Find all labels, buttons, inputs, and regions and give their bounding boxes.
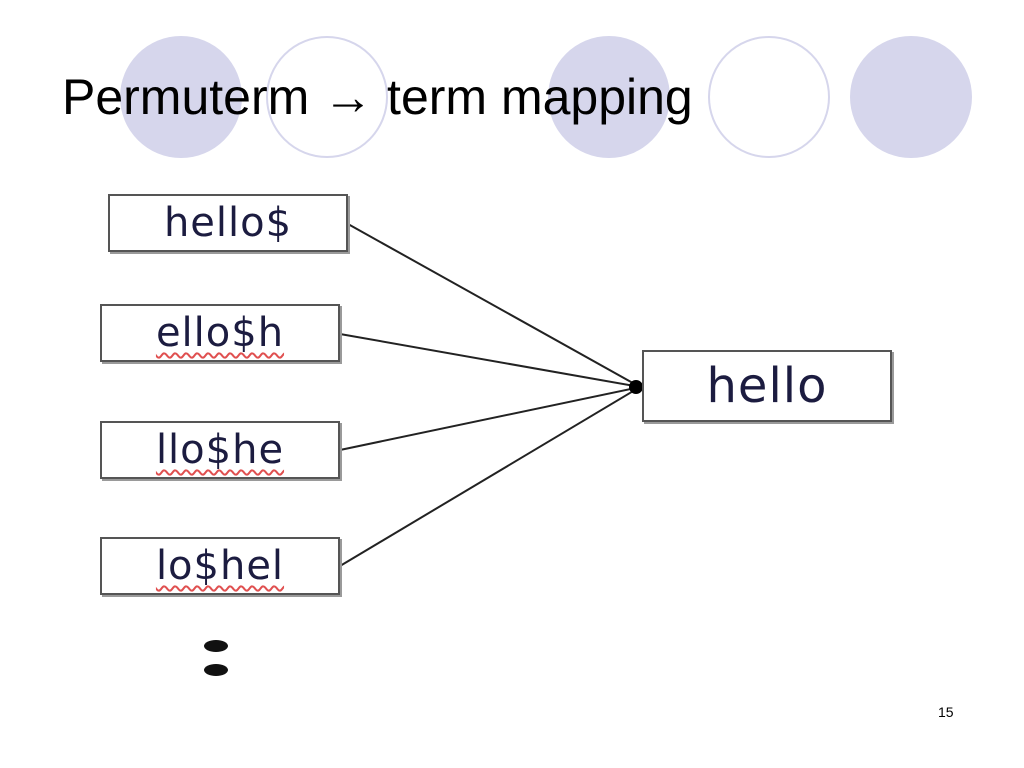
slide-title: Permuterm → term mapping [62, 69, 693, 125]
ellipsis-dot-top [204, 640, 228, 652]
permuterm-label-1: hello$ [163, 200, 293, 246]
connector-junction-dot [629, 380, 643, 394]
target-term-label: hello [706, 358, 828, 414]
decorative-circle-4 [708, 36, 830, 158]
permuterm-label-3: llo$he [155, 427, 285, 473]
permuterm-label-2: ello$h [155, 310, 285, 356]
permuterm-label-4: lo$hel [155, 543, 285, 589]
decorative-circle-5 [850, 36, 972, 158]
permuterm-box-4: lo$hel [100, 537, 340, 595]
connector-line-2 [339, 333, 641, 388]
connector-line-3 [339, 386, 641, 451]
permuterm-box-2: ello$h [100, 304, 340, 362]
decorative-circle-3 [548, 36, 670, 158]
connector-line-4 [339, 386, 641, 567]
permuterm-box-1: hello$ [108, 194, 348, 252]
permuterm-box-3: llo$he [100, 421, 340, 479]
connector-line-1 [347, 223, 641, 388]
decorative-circle-2 [266, 36, 388, 158]
decorative-circle-1 [120, 36, 242, 158]
target-term-box: hello [642, 350, 892, 422]
ellipsis-dot-bottom [204, 664, 228, 676]
page-number: 15 [938, 704, 954, 720]
